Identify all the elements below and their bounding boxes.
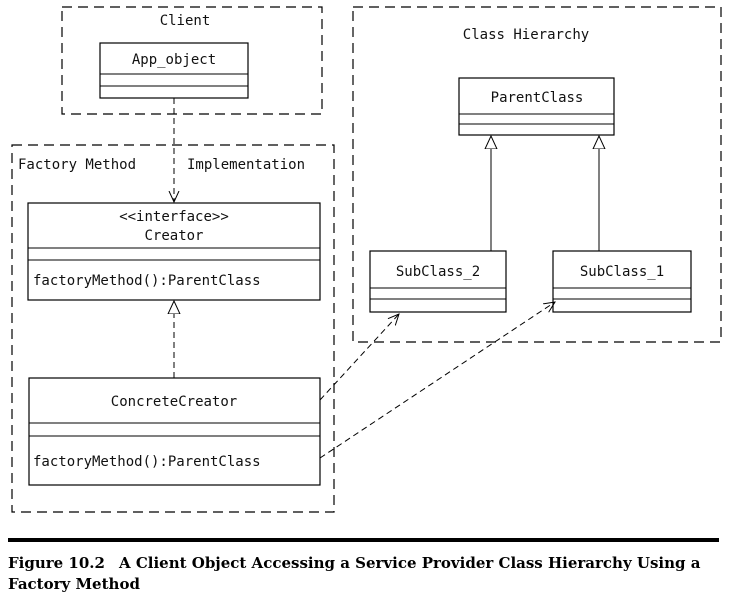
class-subclass-2: SubClass_2: [369, 250, 507, 313]
class-subclass-1: SubClass_1: [552, 250, 692, 313]
class-parent-name: ParentClass: [491, 90, 584, 106]
class-app-object: App_object: [99, 42, 249, 99]
package-client: Client: [61, 6, 323, 115]
uml-diagram: Client Factory Method Implementation Cla…: [11, 6, 722, 513]
class-subclass-2-name: SubClass_2: [396, 264, 480, 280]
dependency-concrete-to-subclass2: [319, 314, 399, 401]
figure-title: A Client Object Accessing a Service Prov…: [8, 554, 701, 593]
package-factory-label: Factory Method: [18, 157, 136, 173]
class-creator-stereotype: <<interface>>: [119, 209, 229, 225]
class-app-object-name: App_object: [132, 52, 216, 68]
package-factory-method: Factory Method Implementation: [11, 144, 335, 513]
class-creator-method: factoryMethod():ParentClass: [33, 273, 261, 289]
class-subclass-1-name: SubClass_1: [580, 264, 664, 280]
class-concrete-creator-name: ConcreteCreator: [111, 394, 237, 410]
dependency-concrete-to-subclass1: [319, 302, 555, 459]
class-creator-name: Creator: [144, 228, 203, 244]
class-parent: ParentClass: [458, 77, 615, 136]
figure-number: Figure 10.2: [8, 554, 105, 572]
class-concrete-creator-method: factoryMethod():ParentClass: [33, 454, 261, 470]
package-hierarchy-label: Class Hierarchy: [463, 27, 589, 43]
class-creator: <<interface>> Creator factoryMethod():Pa…: [27, 202, 321, 301]
package-class-hierarchy: Class Hierarchy: [352, 6, 722, 343]
class-concrete-creator: ConcreteCreator factoryMethod():ParentCl…: [28, 377, 321, 486]
package-client-label: Client: [160, 13, 211, 29]
package-implementation-label: Implementation: [187, 157, 305, 173]
caption-rule: [8, 538, 719, 542]
